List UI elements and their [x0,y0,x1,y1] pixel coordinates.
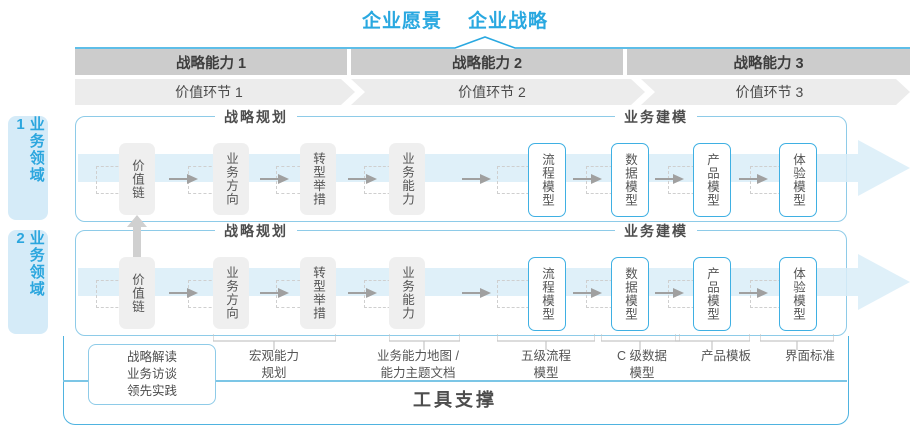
row-link-arrow-icon [127,215,147,259]
flow-box[interactable]: 产品模型 [693,257,731,331]
tool-label: 界面标准 [760,348,860,365]
capability-bar-row: 战略能力 1 战略能力 2 战略能力 3 [75,49,910,75]
value-chain-label-1: 价值环节 1 [175,84,243,100]
tool-brace-connector [497,334,595,350]
flow-box[interactable]: 业务方向 [213,143,249,215]
flow-box-label: 数据模型 [623,267,637,321]
tool-support-divider [63,380,847,382]
value-chain-row: 价值环节 1 价值环节 2 价值环节 3 [75,79,910,105]
flow-box[interactable]: 业务能力 [389,143,425,215]
flow-box-label: 流程模型 [540,267,554,321]
tool-label-line: 界面标准 [784,349,835,363]
flow-box[interactable]: 转型举措 [300,257,336,329]
flow-arrow-icon [169,173,199,185]
tool-label-line: 业务访谈 [126,366,177,381]
flow-box-label: 转型举措 [311,152,325,206]
flow-arrow-icon [572,287,603,299]
flow-arrow-icon [655,287,685,299]
flow-box[interactable]: 体验模型 [779,143,817,217]
strategy-pointer-line [75,36,910,52]
header-titles: 企业愿景 企业战略 [0,6,910,32]
section-title-modeling-row-2: 业务建模 [615,223,697,239]
flow-box[interactable]: 价值链 [119,257,155,329]
flow-arrow-icon [572,173,603,185]
tool-brace-connector [601,334,680,350]
flow-arrow-icon [259,173,290,185]
tool-label-line: 模型 [629,365,655,380]
flow-box[interactable]: 转型举措 [300,143,336,215]
enterprise-vision-title: 企业愿景 [361,10,442,32]
tool-label: 产品模板 [676,348,776,365]
tool-label-line: 规划 [261,365,287,380]
side-tab-domain-2[interactable]: 业务领域 2 [8,230,48,334]
value-chain-label-2: 价值环节 2 [458,84,526,100]
section-title-modeling-row-1: 业务建模 [615,109,697,125]
flow-box[interactable]: 流程模型 [528,257,566,331]
flow-arrow-icon [461,173,492,185]
flow-box-label: 业务方向 [224,266,238,320]
tool-label: C 级数据模型 [592,348,692,382]
flow-arrow-icon [655,173,685,185]
tool-label-line: C 级数据 [616,349,667,363]
flow-box-label: 产品模型 [705,267,719,321]
flow-arrow-icon [169,287,199,299]
side-tab-domain-2-label: 业务领域 2 [12,230,45,298]
value-chain-segment-3[interactable]: 价值环节 3 [641,79,910,105]
side-tab-domain-1-label: 业务领域 1 [12,116,45,184]
tool-label[interactable]: 战略解读业务访谈领先实践 [88,344,216,405]
flow-box[interactable]: 价值链 [119,143,155,215]
flow-box-label: 体验模型 [791,153,805,207]
flow-arrow-icon [259,287,290,299]
capability-bar-2[interactable]: 战略能力 2 [351,49,623,75]
tool-label-line: 产品模板 [700,349,751,363]
flow-arrow-icon [461,287,492,299]
value-chain-label-3: 价值环节 3 [735,84,804,100]
tool-label-line: 业务能力地图 / [377,349,459,363]
tool-brace-connector [389,334,460,350]
tool-label: 五级流程模型 [494,348,598,382]
flow-box-label: 业务能力 [400,152,414,206]
tool-brace-connector [213,334,336,350]
flow-box[interactable]: 流程模型 [528,143,566,217]
side-tab-domain-1[interactable]: 业务领域 1 [8,116,48,220]
tool-label-line: 宏观能力 [248,349,299,363]
flow-box[interactable]: 产品模型 [693,143,731,217]
value-chain-segment-1[interactable]: 价值环节 1 [75,79,355,105]
flow-box-label: 数据模型 [623,153,637,207]
tool-label-line: 模型 [533,365,559,380]
tool-label-line: 能力主题文档 [380,365,456,380]
capability-bar-1[interactable]: 战略能力 1 [75,49,347,75]
flow-box[interactable]: 体验模型 [779,257,817,331]
section-title-planning-row-1: 战略规划 [215,109,297,125]
value-chain-segment-2[interactable]: 价值环节 2 [351,79,645,105]
tool-brace-connector [760,334,834,350]
section-title-planning-row-2: 战略规划 [215,223,297,239]
tool-label-line: 领先实践 [126,383,177,398]
flow-box-label: 业务方向 [224,152,238,206]
flow-arrow-icon [739,173,769,185]
flow-box[interactable]: 业务方向 [213,257,249,329]
enterprise-strategy-title: 企业战略 [468,10,549,32]
flow-box-label: 体验模型 [791,267,805,321]
tool-label-line: 战略解读 [126,350,177,364]
flow-arrow-icon [347,173,378,185]
tool-label-line: 五级流程 [520,349,571,363]
capability-bar-3[interactable]: 战略能力 3 [627,49,910,75]
flow-box-label: 业务能力 [400,266,414,320]
flow-box-label: 价值链 [130,272,144,314]
flow-box[interactable]: 数据模型 [611,257,649,331]
flow-box[interactable]: 业务能力 [389,257,425,329]
flow-box-label: 转型举措 [311,266,325,320]
flow-box-label: 价值链 [130,158,144,200]
tool-label: 宏观能力规划 [222,348,326,382]
flow-arrow-icon [347,287,378,299]
tool-brace-connector [675,334,750,350]
flow-arrow-icon [739,287,769,299]
tool-support-title: 工具支撑 [413,390,497,410]
flow-box-label: 产品模型 [705,153,719,207]
flow-box-label: 流程模型 [540,153,554,207]
tool-label: 业务能力地图 / 能力主题文档 [350,348,486,382]
flow-box[interactable]: 数据模型 [611,143,649,217]
